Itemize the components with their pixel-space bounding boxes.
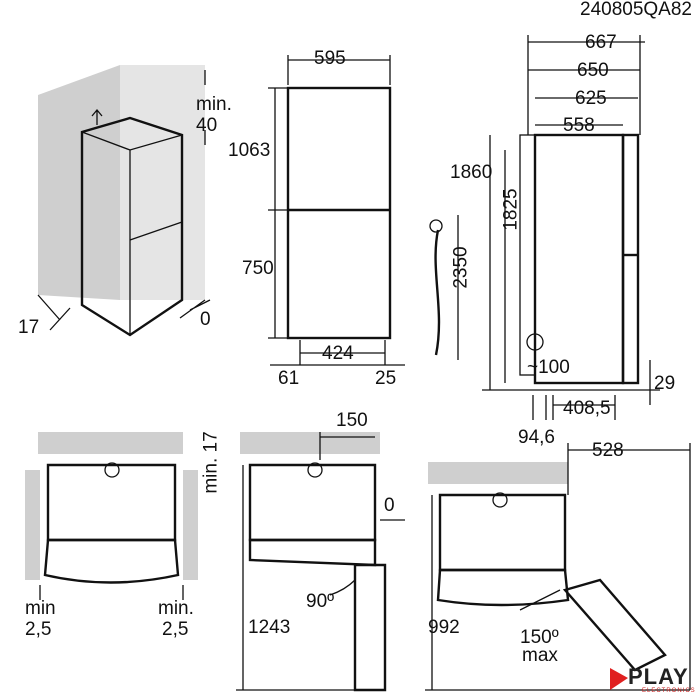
angle-150-max: max bbox=[522, 645, 558, 666]
side-right-label: min. bbox=[158, 598, 194, 619]
angle-90-label: 90º bbox=[306, 591, 335, 612]
right-offset-label: 25 bbox=[375, 368, 397, 389]
depth-650-label: 650 bbox=[577, 60, 609, 81]
rear-gap-label: min. 17 bbox=[200, 431, 222, 494]
back-gap-label: 0 bbox=[200, 309, 211, 330]
left-offset-label: 61 bbox=[278, 368, 300, 389]
logo-sub: ELECTRONICS bbox=[642, 688, 696, 694]
wall-gap-label: 0 bbox=[384, 495, 395, 516]
foot-depth-label: 408,5 bbox=[563, 398, 611, 419]
top-view-90-degree bbox=[236, 432, 405, 692]
plug-height-label: ~100 bbox=[527, 357, 570, 378]
model-code: 240805QA82 bbox=[580, 0, 692, 20]
clearance-top-value: 40 bbox=[196, 115, 218, 136]
fridge-side-view bbox=[482, 35, 660, 420]
logo-brand: PLAY bbox=[628, 664, 689, 689]
width-150-label: 528 bbox=[592, 440, 624, 461]
depth-625-label: 625 bbox=[575, 88, 607, 109]
fridge-perspective bbox=[37, 70, 211, 337]
cable-length-label: 2350 bbox=[450, 246, 472, 289]
fridge-front-view bbox=[268, 55, 405, 366]
play-electronics-logo: PLAY ELECTRONICS bbox=[628, 664, 695, 694]
feet-spacing-label: 424 bbox=[322, 343, 354, 364]
side-left-label: min bbox=[25, 598, 56, 619]
side-right-value: 2,5 bbox=[162, 619, 189, 640]
power-cable bbox=[429, 215, 459, 360]
height-total-label: 1860 bbox=[450, 162, 493, 183]
top-view-150-degree bbox=[425, 443, 691, 691]
clearance-top-label: min. bbox=[196, 94, 232, 115]
side-left-value: 2,5 bbox=[25, 619, 52, 640]
depth-667-label: 667 bbox=[585, 32, 617, 53]
front-width-label: 595 bbox=[314, 48, 346, 69]
angle-150-label: 150º bbox=[520, 627, 559, 648]
door-offset-label: 150 bbox=[336, 410, 368, 431]
side-gap-label: 17 bbox=[18, 317, 40, 338]
upper-height-label: 1063 bbox=[228, 140, 271, 161]
foot-offset-label: 94,6 bbox=[518, 427, 555, 448]
depth-558-label: 558 bbox=[563, 115, 595, 136]
foot-height-label: 29 bbox=[654, 373, 676, 394]
lower-height-label: 750 bbox=[242, 258, 274, 279]
top-view-clearance bbox=[25, 432, 198, 600]
logo-play-arrow bbox=[610, 668, 628, 690]
height-body-label: 1825 bbox=[500, 188, 522, 231]
depth-150-label: 992 bbox=[428, 617, 460, 638]
depth-90-label: 1243 bbox=[248, 617, 291, 638]
